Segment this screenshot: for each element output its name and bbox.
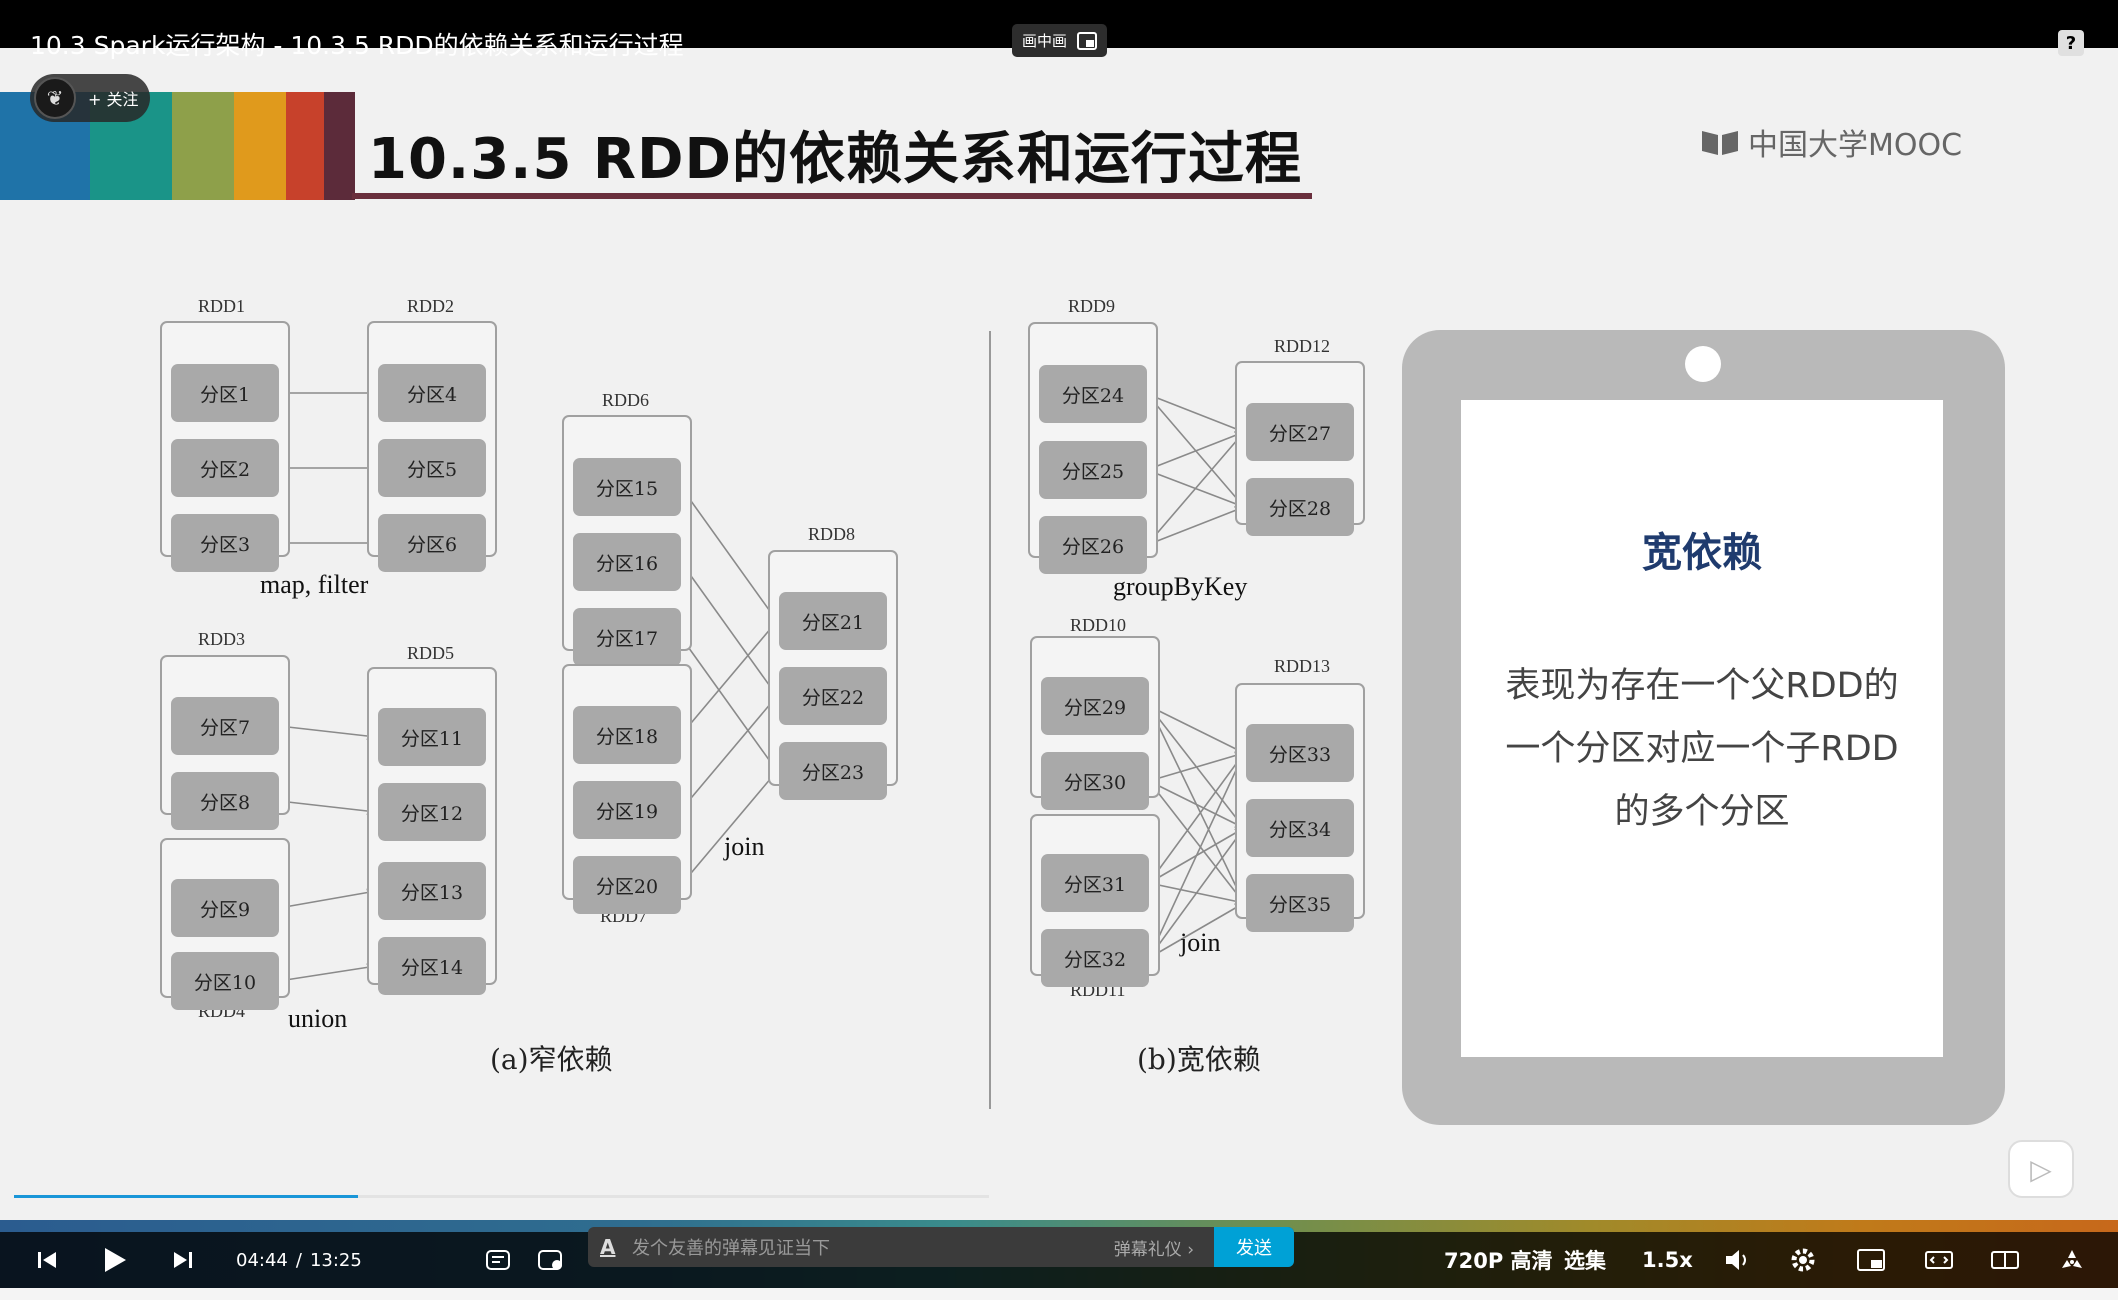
color-stripe xyxy=(286,92,324,200)
web-fullscreen-icon[interactable] xyxy=(1986,1232,2024,1288)
lecture-slide: 10.3.5 RDD的依赖关系和运行过程 中国大学MOOC 宽依赖 表现为存在一… xyxy=(0,48,2118,1220)
send-button[interactable]: 发送 xyxy=(1214,1227,1294,1267)
danmaku-input[interactable]: A 发个友善的弹幕见证当下 弹幕礼仪 › 发送 xyxy=(588,1227,1294,1267)
video-title: 10.3 Spark运行架构 - 10.3.5 RDD的依赖关系和运行过程 xyxy=(30,31,684,60)
time-total: 13:25 xyxy=(309,1249,362,1271)
progress-fill xyxy=(14,1195,359,1198)
author-badge[interactable]: ❦ + 关注 xyxy=(30,74,150,122)
volume-icon[interactable] xyxy=(1718,1232,1756,1288)
time-separator: / xyxy=(295,1249,302,1271)
pip-label: 画中画 xyxy=(1021,32,1067,50)
picture-in-picture-button[interactable]: 画中画 xyxy=(1012,24,1107,57)
danmaku-settings-icon[interactable] xyxy=(534,1232,568,1288)
pip-icon xyxy=(1077,31,1097,50)
slide-title: 10.3.5 RDD的依赖关系和运行过程 xyxy=(368,127,1302,192)
danmaku-style-icon[interactable]: A xyxy=(600,1235,616,1259)
book-icon xyxy=(1702,131,1738,155)
time-display: 04:44 / 13:25 xyxy=(236,1232,362,1288)
title-underline xyxy=(352,193,1312,199)
mooc-logo-text: 中国大学MOOC xyxy=(1748,128,1963,163)
tablet-camera xyxy=(1685,346,1721,382)
danmaku-toggle-icon[interactable] xyxy=(482,1232,516,1288)
color-stripe xyxy=(234,92,286,200)
color-stripe xyxy=(172,92,234,200)
section-divider xyxy=(989,331,991,1109)
help-icon[interactable]: ? xyxy=(2058,30,2084,56)
next-icon[interactable] xyxy=(166,1232,200,1288)
time-current: 04:44 xyxy=(236,1249,288,1271)
avatar[interactable]: ❦ xyxy=(34,77,76,119)
previous-icon[interactable] xyxy=(30,1232,64,1288)
fullscreen-icon[interactable] xyxy=(2052,1232,2092,1288)
speed-button[interactable]: 1.5x xyxy=(1642,1248,1693,1272)
bottom-strip xyxy=(0,1288,2118,1300)
follow-button[interactable]: + 关注 xyxy=(88,90,139,109)
widescreen-icon[interactable] xyxy=(1920,1232,1958,1288)
tablet-screen: 宽依赖 表现为存在一个父RDD的一个分区对应一个子RDD的多个分区 xyxy=(1461,400,1943,1057)
play-icon[interactable] xyxy=(96,1232,134,1288)
tablet-frame: 宽依赖 表现为存在一个父RDD的一个分区对应一个子RDD的多个分区 xyxy=(1402,330,2005,1125)
mooc-logo: 中国大学MOOC xyxy=(1700,120,1962,164)
mini-player-icon[interactable] xyxy=(1852,1232,1890,1288)
color-stripe xyxy=(324,92,355,200)
episodes-button[interactable]: 选集 xyxy=(1564,1249,1606,1273)
danmaku-etiquette-link[interactable]: 弹幕礼仪 › xyxy=(1113,1239,1194,1260)
danmaku-placeholder: 发个友善的弹幕见证当下 xyxy=(632,1238,830,1259)
progress-bar[interactable] xyxy=(14,1195,989,1198)
quality-button[interactable]: 720P 高清 xyxy=(1444,1249,1553,1273)
settings-gear-icon[interactable] xyxy=(1784,1232,1822,1288)
bilibili-play-icon[interactable]: ▷ xyxy=(2008,1140,2074,1198)
tablet-heading: 宽依赖 xyxy=(1642,530,1762,576)
tablet-body-text: 表现为存在一个父RDD的一个分区对应一个子RDD的多个分区 xyxy=(1505,666,1899,832)
